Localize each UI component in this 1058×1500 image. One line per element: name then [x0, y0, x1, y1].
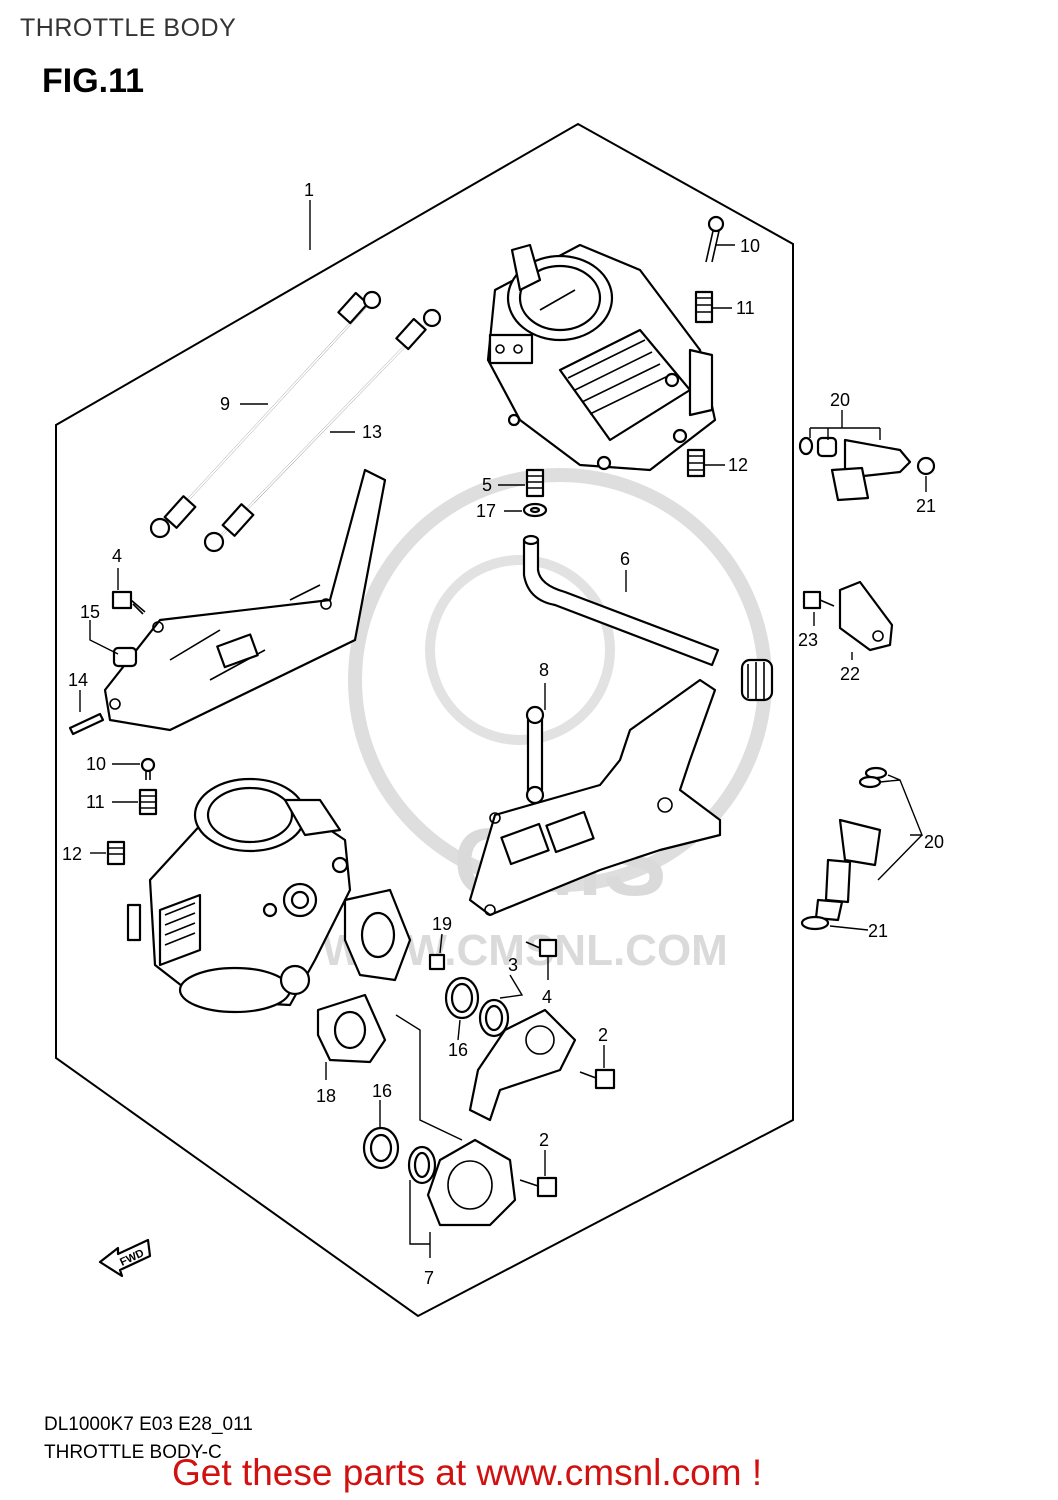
label-11-lower: 11: [86, 792, 105, 812]
label-4-right: 4: [542, 987, 552, 1007]
label-15: 15: [80, 602, 100, 622]
label-5: 5: [482, 475, 492, 495]
part-labels: 1 9 13 4 15 14 5 17 6 8 10 11 12 20 21 2…: [62, 180, 944, 1288]
assembly-outline: [55, 122, 794, 1318]
label-6: 6: [620, 549, 630, 569]
label-14: 14: [68, 670, 88, 690]
fwd-arrow-icon: FWD: [98, 1238, 152, 1278]
footer-code: DL1000K7 E03 E28_011: [44, 1414, 253, 1435]
label-18: 18: [316, 1086, 336, 1106]
upper-throttle-body[interactable]: [486, 243, 717, 472]
bolt-2-upper[interactable]: [579, 1068, 616, 1090]
label-21-lower: 21: [868, 921, 888, 941]
label-9: 9: [220, 394, 230, 414]
bolt-2-lower[interactable]: [519, 1176, 558, 1198]
bolt-4-left[interactable]: [111, 590, 146, 615]
spring-11-lower[interactable]: [138, 788, 158, 816]
label-23: 23: [798, 630, 818, 650]
label-8: 8: [539, 660, 549, 680]
spring-12-lower[interactable]: [106, 840, 126, 866]
spring-5[interactable]: [525, 468, 545, 498]
label-22: 22: [840, 664, 860, 684]
o-ring-7[interactable]: [407, 1145, 437, 1185]
label-20-lower: 20: [924, 832, 944, 852]
rod-13[interactable]: [203, 308, 442, 553]
bracket-22[interactable]: [838, 580, 894, 652]
hose-6[interactable]: [522, 534, 774, 702]
promo-link[interactable]: Get these parts at www.cmsnl.com !: [172, 1452, 763, 1493]
right-bracket[interactable]: [468, 678, 722, 917]
injector-lower[interactable]: [800, 766, 888, 931]
label-10-lower: 10: [86, 754, 106, 774]
label-20-upper: 20: [830, 390, 850, 410]
nut-15[interactable]: [112, 646, 138, 668]
rod-9[interactable]: [149, 290, 382, 539]
bolt-19[interactable]: [428, 953, 446, 971]
clamp-16-lower[interactable]: [362, 1126, 400, 1170]
label-1: 1: [304, 180, 314, 200]
sensor-lower[interactable]: [426, 1138, 517, 1227]
screw-10-upper[interactable]: [705, 215, 725, 263]
leader-lines: [79, 200, 927, 1258]
label-3: 3: [508, 955, 518, 975]
screw-10-lower[interactable]: [140, 757, 156, 780]
rod-8[interactable]: [525, 705, 545, 805]
bolt-23[interactable]: [802, 590, 835, 610]
label-16-upper: 16: [448, 1040, 468, 1060]
label-17: 17: [476, 501, 496, 521]
spring-11-upper[interactable]: [694, 290, 714, 324]
label-21-upper: 21: [916, 496, 936, 516]
label-10-upper: 10: [740, 236, 760, 256]
stud-14[interactable]: [68, 712, 105, 736]
gasket-18[interactable]: [316, 888, 412, 1064]
sensor-upper[interactable]: [468, 1008, 577, 1122]
bolt-4-right[interactable]: [525, 938, 558, 958]
footer-name: THROTTLE BODY-C: [44, 1442, 222, 1463]
label-12-upper: 12: [728, 455, 748, 475]
label-2-lower: 2: [539, 1130, 549, 1150]
label-4-left: 4: [112, 546, 122, 566]
label-7: 7: [424, 1268, 434, 1288]
label-13: 13: [362, 422, 382, 442]
o-ring-3[interactable]: [478, 998, 510, 1038]
label-19: 19: [432, 914, 452, 934]
clamp-16-upper[interactable]: [444, 976, 480, 1020]
label-12-lower: 12: [62, 844, 82, 864]
figure-label: FIG.11: [42, 62, 145, 100]
label-16-lower: 16: [372, 1081, 392, 1101]
label-11-upper: 11: [736, 298, 755, 318]
spring-12-upper[interactable]: [686, 448, 706, 478]
label-2-upper: 2: [598, 1025, 608, 1045]
page-title: THROTTLE BODY: [20, 14, 237, 42]
washer-17[interactable]: [522, 502, 548, 518]
injector-upper[interactable]: [798, 436, 936, 502]
lower-throttle-body[interactable]: [126, 777, 352, 1014]
left-bracket[interactable]: [103, 468, 387, 732]
